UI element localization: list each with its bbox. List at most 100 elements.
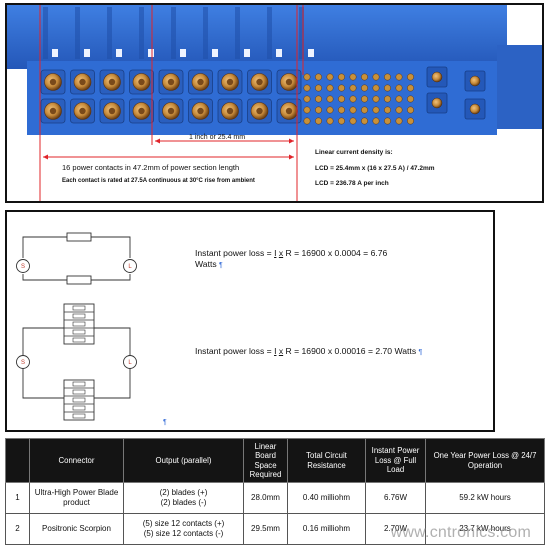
header-year-loss: One Year Power Loss @ 24/7 Operation [425, 438, 545, 483]
contact-rating-note: Each contact is rated at 27.5A continuou… [62, 178, 255, 184]
signal-contact [315, 84, 322, 92]
row-number: 2 [5, 513, 30, 545]
power-loss-2-prefix: Instant power loss = [195, 346, 275, 356]
connector-ribs [43, 7, 314, 59]
power-loss-1-i: I [274, 248, 277, 258]
connector-rib [139, 7, 144, 59]
inch-measurement-label: 1 inch or 25.4 mm [189, 134, 246, 141]
signal-contact [372, 95, 380, 103]
side-contact [431, 71, 443, 83]
lcd-heading: Linear current density is: [315, 149, 393, 156]
power-contact-hole [49, 78, 57, 86]
table-header-row: Connector Output (parallel) Linear Board… [5, 438, 545, 483]
row-output-line: (2) blades (-) [160, 498, 207, 507]
power-loss-1-x: x [278, 248, 284, 258]
header-instant-loss: Instant Power Loss @ Full Load [365, 438, 426, 483]
signal-contact [384, 73, 391, 81]
connector-rib-mark [276, 49, 282, 57]
signal-contact [361, 106, 368, 114]
power-loss-1-suffix: R = 16900 x 0.0004 = 6.76 [283, 248, 388, 258]
connector-rib [267, 7, 272, 59]
connector-rib [171, 7, 176, 59]
header-connector: Connector [29, 438, 124, 483]
signal-contact [407, 84, 414, 92]
power-contact-hole [138, 78, 145, 86]
header-output: Output (parallel) [123, 438, 244, 483]
power-contact-grid [40, 69, 302, 124]
lcd-result: LCD = 236.78 A per inch [315, 180, 389, 187]
signal-contact [303, 106, 311, 114]
circuit-diagrams: S L S L [16, 232, 137, 421]
signal-contact [349, 117, 357, 125]
side-contacts [426, 66, 486, 120]
signal-contact [395, 73, 403, 81]
row-instant-loss: 2.70W [365, 513, 426, 545]
circuit-1-load [123, 259, 137, 273]
lcd-formula: LCD = 25.4mm x (16 x 27.5 A) / 47.2mm [315, 165, 435, 172]
pilcrow-2: ¶ [418, 349, 423, 356]
signal-contact [361, 84, 368, 92]
row-year-loss: 59.2 kW hours [425, 482, 545, 514]
signal-contact [361, 117, 368, 125]
signal-contact [326, 95, 334, 103]
watermark: www.cntronics.com [390, 524, 531, 541]
circuit-2-source [16, 355, 30, 369]
row-output-line: (5) size 12 contacts (-) [143, 529, 224, 538]
signal-contact [407, 106, 414, 114]
parallel-contact [72, 405, 86, 411]
side-contact [431, 97, 443, 109]
connector-rib [235, 7, 240, 59]
circuit-2-load-label: L [128, 360, 132, 366]
power-loss-1-prefix: Instant power loss = [195, 248, 275, 258]
connector-body-top [7, 5, 507, 69]
signal-contact [338, 84, 345, 92]
signal-contact [372, 117, 380, 125]
row-instant-loss: 6.76W [365, 482, 426, 514]
signal-contact [384, 106, 391, 114]
signal-contact [326, 73, 334, 81]
connector-rib-mark [308, 49, 314, 57]
signal-contact [395, 106, 403, 114]
parallel-contact [72, 389, 86, 395]
connector-rib [107, 7, 112, 59]
circuit-2-bank-bottom-cells [64, 381, 94, 419]
signal-contact [349, 73, 357, 81]
connector-rib-mark [84, 49, 90, 57]
parallel-contact [72, 413, 86, 419]
connector-rib-mark [212, 49, 218, 57]
power-loss-2-x: x [278, 346, 284, 356]
power-loss-1-unit: Watts [195, 259, 217, 269]
signal-contact [349, 95, 357, 103]
power-section-label: 16 power contacts in 47.2mm of power sec… [62, 163, 240, 172]
signal-contact [326, 117, 334, 125]
signal-contact [407, 73, 414, 81]
power-contact-hole [108, 107, 116, 115]
signal-contact [315, 95, 322, 103]
connector-rib-mark [180, 49, 186, 57]
header-number [5, 438, 30, 483]
table-row: 2 Positronic Scorpion (5) size 12 contac… [5, 513, 545, 545]
connector-rib [75, 7, 80, 59]
signal-contact-grid [303, 73, 414, 125]
signal-contact [303, 84, 311, 92]
circuit-1-contact-top [66, 232, 92, 242]
signal-contact [303, 117, 311, 125]
power-loss-1: Instant power loss = I x R = 16900 x 0.0… [195, 248, 395, 271]
signal-contact [338, 106, 345, 114]
circuit-1-source-label: S [21, 264, 25, 270]
power-contact-hole [49, 107, 57, 115]
header-resistance: Total Circuit Resistance [287, 438, 366, 483]
row-board-space: 28.0mm [243, 482, 288, 514]
circuit-2-load [123, 355, 137, 369]
power-contact-hole [167, 78, 175, 86]
connector-rib-mark [148, 49, 154, 57]
power-contact-hole [256, 78, 263, 86]
connector-flange [497, 45, 542, 129]
signal-contact [372, 73, 380, 81]
signal-contact [315, 117, 322, 125]
connector-rib-mark [244, 49, 250, 57]
row-resistance: 0.40 milliohm [287, 482, 366, 514]
power-contact-hole [285, 107, 293, 115]
signal-contact [384, 117, 391, 125]
row-resistance: 0.16 milliohm [287, 513, 366, 545]
